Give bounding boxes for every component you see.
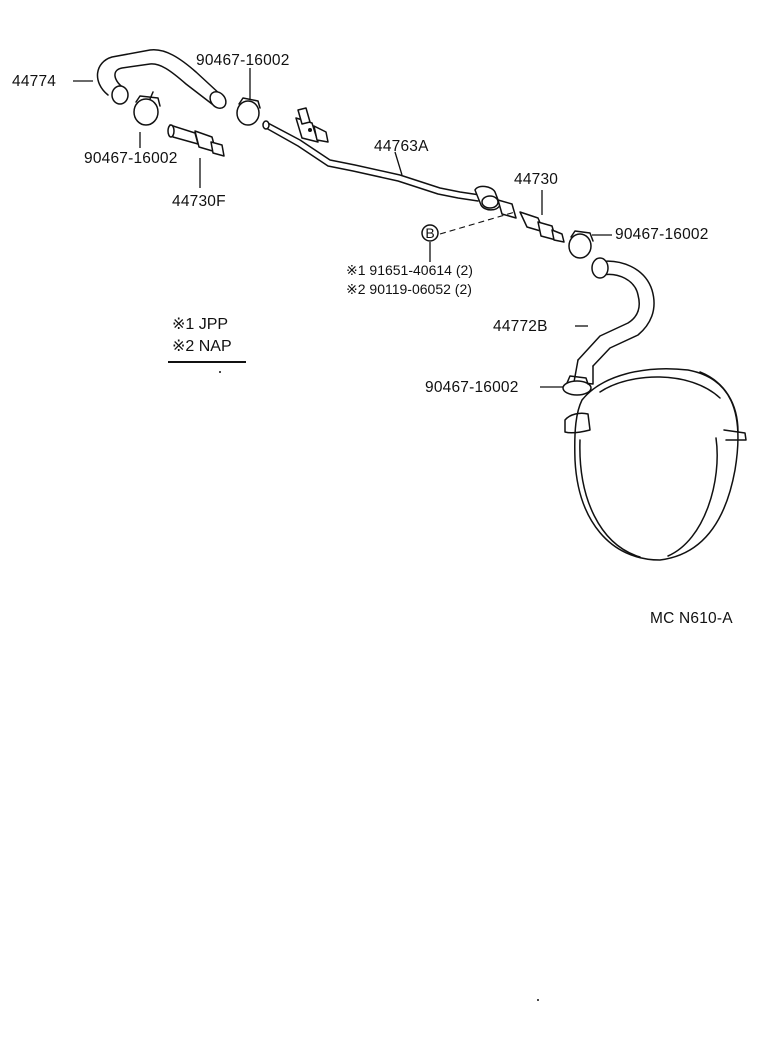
- legend-row-2: ※2 NAP: [172, 338, 232, 355]
- label-hose-44772B: 44772B: [493, 318, 548, 335]
- hose-44774: [96, 49, 227, 109]
- label-hose-44774: 44774: [12, 73, 56, 90]
- diagram-code: MC N610-A: [650, 610, 733, 627]
- label-clip-top: 90467-16002: [196, 52, 290, 69]
- union-44730F: [167, 124, 225, 157]
- pipe-44763A: [262, 107, 517, 219]
- clip-left-upper: [133, 91, 161, 126]
- label-clip-bottom: 90467-16002: [425, 379, 519, 396]
- scan-speck: [219, 371, 221, 373]
- clip-top-middle: [236, 97, 261, 126]
- clip-right: [568, 230, 594, 259]
- union-44730: [519, 211, 565, 243]
- callout-line-2: ※2 90119-06052 (2): [346, 281, 472, 297]
- label-clip-right: 90467-16002: [615, 226, 709, 243]
- label-pipe-44763A: 44763A: [374, 138, 429, 155]
- leader-lines: [73, 68, 612, 388]
- legend-row-1: ※1 JPP: [172, 316, 228, 333]
- callout-line-1: ※1 91651-40614 (2): [346, 262, 473, 278]
- brake-booster: [564, 368, 747, 561]
- label-union-44730F: 44730F: [172, 193, 226, 210]
- label-clip-left: 90467-16002: [84, 150, 178, 167]
- label-union-44730: 44730: [514, 171, 558, 188]
- bolt-marker-b: B: [421, 224, 439, 242]
- clip-bottom: [562, 375, 592, 396]
- scan-speck: [537, 999, 539, 1001]
- marker-b-text: B: [425, 225, 434, 241]
- hose-44772B: [573, 257, 655, 385]
